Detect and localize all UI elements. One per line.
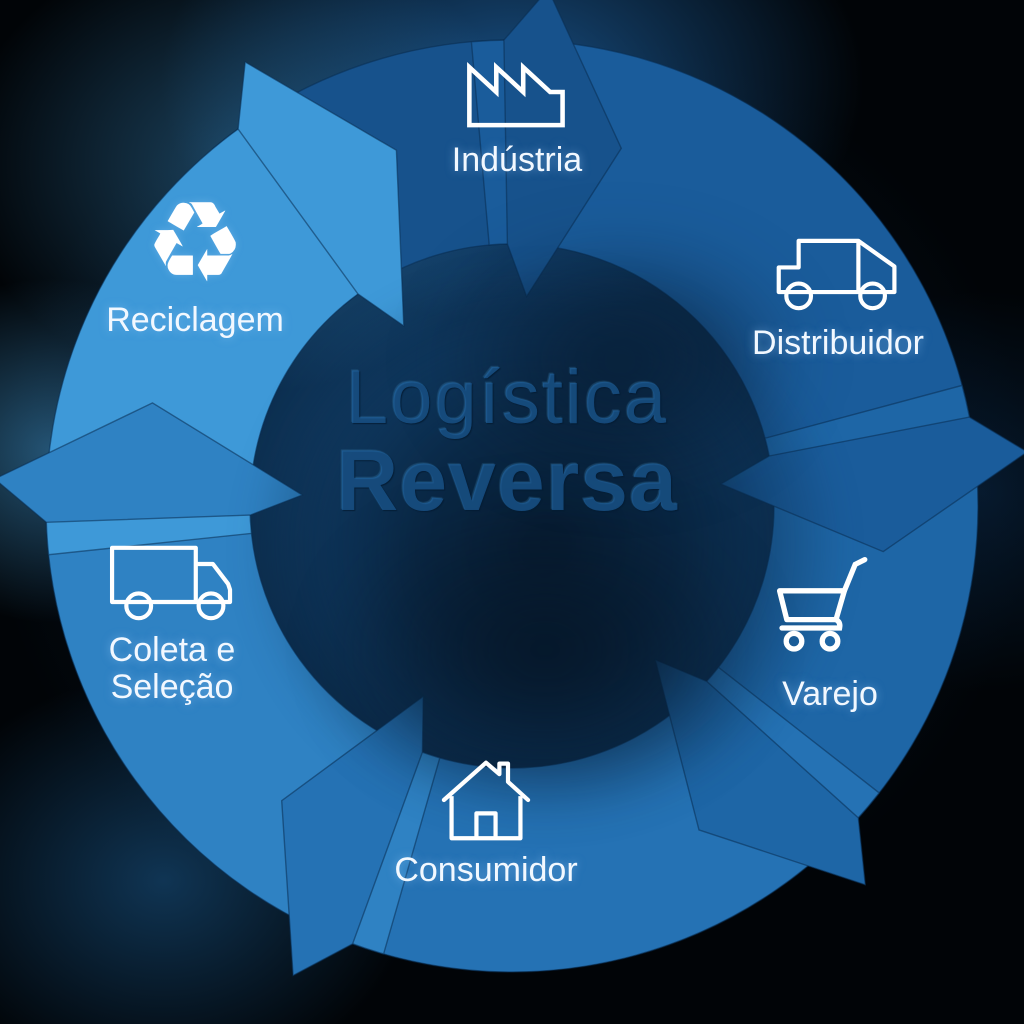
node-label: Distribuidor — [752, 324, 924, 362]
arrow-head-coleta-to-reciclagem — [0, 402, 304, 524]
box-truck-icon — [109, 545, 233, 621]
node-label-line-1: Coleta e — [108, 631, 236, 669]
node-label: Varejo — [782, 675, 878, 713]
node-consumidor: Consumidor — [336, 756, 636, 889]
node-label: Reciclagem — [106, 301, 284, 340]
node-coleta-selecao: Coleta e Seleção — [22, 544, 322, 707]
shopping-cart-icon — [776, 556, 868, 652]
house-icon — [441, 760, 531, 841]
diagram-title: Logística Reversa — [207, 355, 807, 529]
title-line-1: Logística — [345, 355, 669, 440]
node-label: Consumidor — [394, 851, 578, 889]
recycle-icon: ♻ — [144, 178, 246, 308]
delivery-van-icon — [776, 238, 897, 311]
node-label: Coleta e Seleção — [22, 631, 322, 707]
node-distribuidor: Distribuidor — [688, 234, 988, 362]
node-industria: Indústria — [367, 50, 667, 179]
node-label: Indústria — [451, 141, 583, 179]
title-line-2: Reversa — [336, 433, 678, 529]
node-label-line-2: Seleção — [110, 668, 234, 707]
node-varejo: Varejo — [680, 554, 980, 713]
node-reciclagem: ♻ Reciclagem — [45, 186, 345, 340]
factory-icon — [467, 61, 565, 128]
